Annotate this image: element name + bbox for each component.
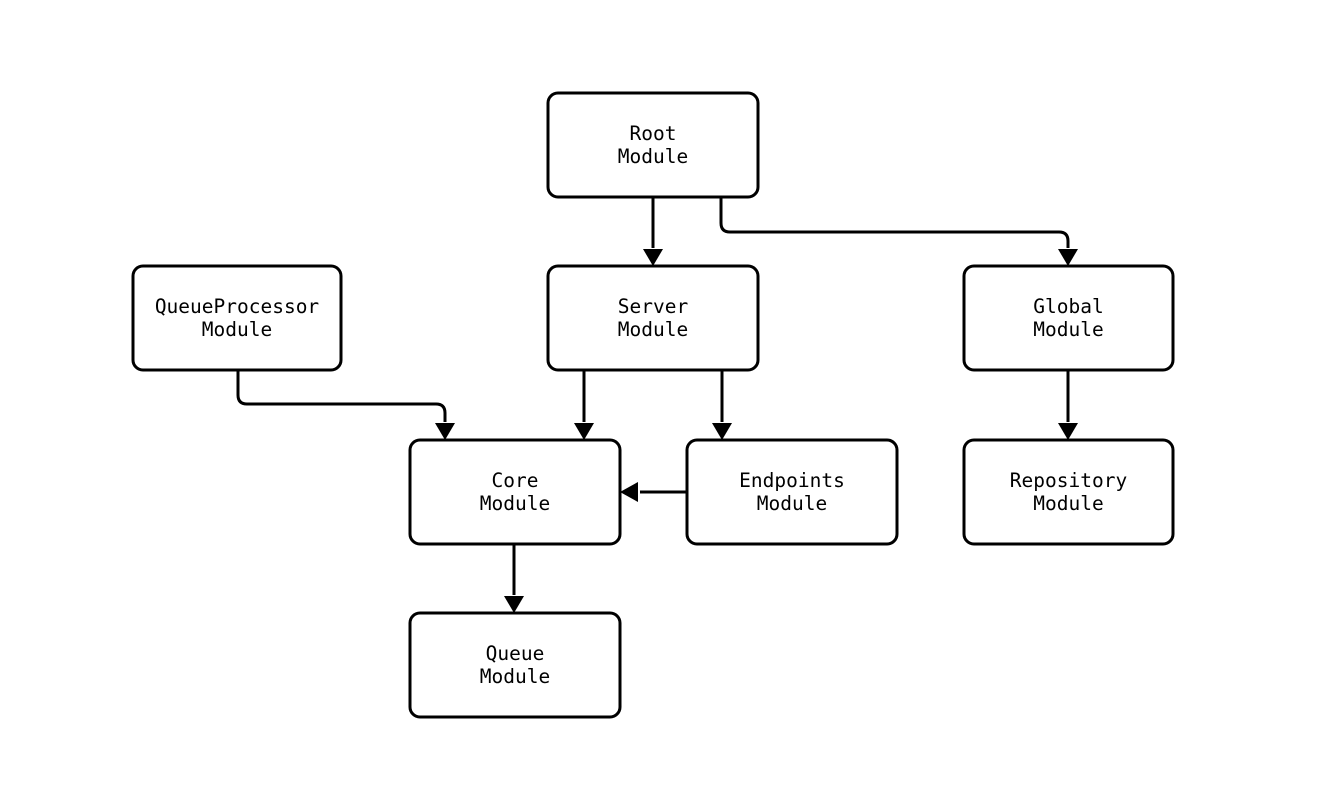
edge-root-to-server: [643, 197, 663, 266]
node-label-line2: Module: [480, 492, 550, 515]
arrowhead-icon: [574, 423, 594, 440]
node-label-line2: Module: [480, 665, 550, 688]
node-box-root[interactable]: [546, 91, 760, 199]
node-box-repository[interactable]: [962, 438, 1175, 546]
node-label-line2: Module: [618, 145, 688, 168]
edge-root-to-global: [719, 197, 1078, 266]
node-label-line1: Core: [492, 469, 539, 492]
node-box-core[interactable]: [408, 438, 622, 546]
edge-queueprocessor-to-core: [236, 370, 455, 440]
node-label-line2: Module: [202, 318, 272, 341]
node-label-line1: QueueProcessor: [155, 295, 319, 318]
arrowhead-icon: [504, 596, 524, 613]
node-box-server[interactable]: [546, 264, 760, 372]
arrowhead-icon: [1058, 423, 1078, 440]
edges-layer: [236, 197, 1078, 613]
edge-server-to-endpoints: [712, 370, 732, 440]
node-label-line1: Repository: [1010, 469, 1127, 492]
edge-line: [236, 370, 447, 422]
edge-global-to-repository: [1058, 370, 1078, 440]
arrowhead-icon: [435, 423, 455, 440]
node-box-endpoints[interactable]: [685, 438, 899, 546]
node-label-line2: Module: [757, 492, 827, 515]
node-box-queue[interactable]: [408, 611, 622, 719]
node-label-line1: Queue: [486, 642, 545, 665]
node-box-global[interactable]: [962, 264, 1175, 372]
node-label-line1: Global: [1033, 295, 1103, 318]
node-box-queueprocessor[interactable]: [131, 264, 343, 372]
arrowhead-icon: [643, 249, 663, 266]
node-label-line1: Server: [618, 295, 688, 318]
arrowhead-icon: [1058, 249, 1078, 266]
edge-server-to-core: [574, 370, 594, 440]
node-label-line2: Module: [618, 318, 688, 341]
edge-line: [719, 197, 1070, 248]
node-label-line2: Module: [1033, 492, 1103, 515]
node-label-line2: Module: [1033, 318, 1103, 341]
edge-core-to-queue: [504, 544, 524, 613]
node-label-line1: Endpoints: [739, 469, 845, 492]
node-label-line1: Root: [630, 122, 677, 145]
edge-endpoints-to-core: [620, 482, 687, 502]
arrowhead-icon: [712, 423, 732, 440]
arrowhead-icon: [620, 482, 638, 502]
